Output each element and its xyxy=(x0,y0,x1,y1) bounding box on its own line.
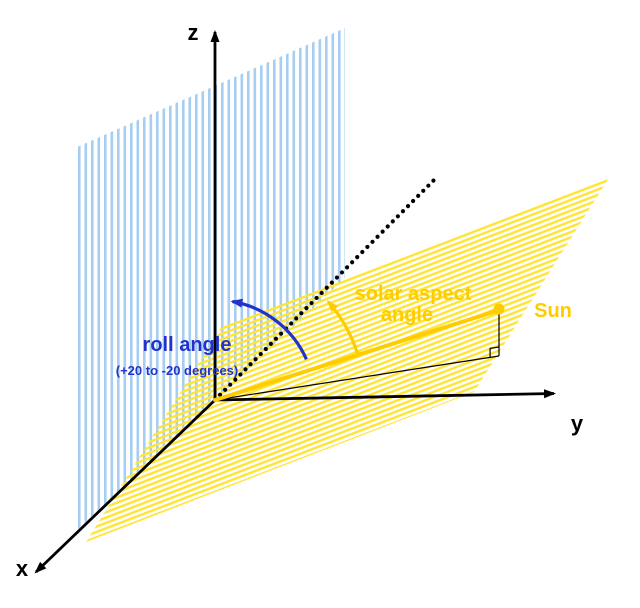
z-axis-label: z xyxy=(188,20,199,45)
dotted-reference-line xyxy=(212,174,440,403)
sun-projection-line xyxy=(214,355,500,401)
solar-aspect-angle-arc xyxy=(326,300,360,355)
roll-angle-label: roll angle xyxy=(143,334,232,356)
roll-angle-arc xyxy=(230,298,308,360)
roll-angle-range-label: (+20 to -20 degrees) xyxy=(116,363,238,378)
x-axis-line xyxy=(34,398,216,574)
sun-label: Sun xyxy=(534,300,572,322)
solar-aspect-label-line2: angle xyxy=(381,304,433,326)
y-axis-line xyxy=(214,389,556,402)
y-axis-label: y xyxy=(571,411,584,436)
solar-aspect-label-line1: solar aspect xyxy=(355,283,472,305)
sun-direction-line xyxy=(213,309,497,402)
right-angle-marker xyxy=(489,346,500,358)
xz-plane-blue xyxy=(75,28,345,532)
x-axis-label: x xyxy=(16,556,29,581)
sun-dot xyxy=(493,303,505,315)
